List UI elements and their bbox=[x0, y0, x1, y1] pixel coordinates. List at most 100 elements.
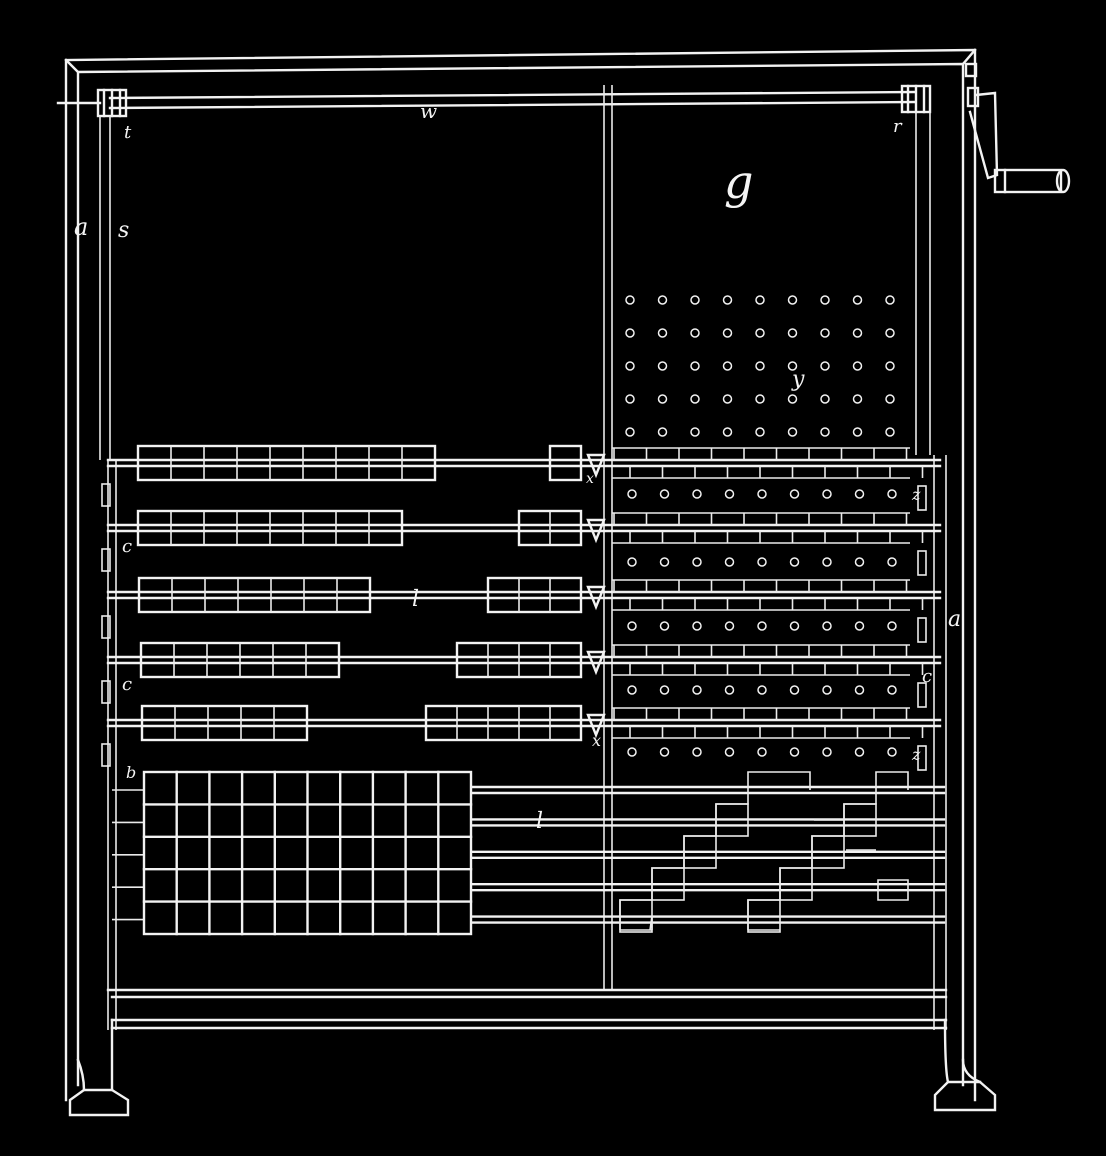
hole bbox=[789, 489, 800, 499]
hole bbox=[887, 685, 897, 695]
hole bbox=[692, 747, 702, 757]
hole bbox=[854, 747, 865, 757]
hole bbox=[659, 685, 670, 695]
hole bbox=[625, 394, 635, 404]
pointer-triangle bbox=[586, 453, 606, 479]
label-x-bottom: x bbox=[592, 731, 601, 750]
hole bbox=[724, 685, 735, 695]
hole bbox=[659, 747, 670, 757]
hole bbox=[757, 489, 767, 499]
hole bbox=[757, 621, 767, 631]
label-b-left: b bbox=[126, 763, 136, 782]
large-card-grid bbox=[142, 770, 473, 936]
hole bbox=[787, 295, 798, 305]
hole bbox=[755, 295, 765, 305]
hole bbox=[690, 328, 700, 338]
hole bbox=[722, 394, 733, 404]
hole bbox=[755, 427, 765, 437]
label-l-lower: l bbox=[536, 809, 543, 834]
hole bbox=[692, 621, 702, 631]
label-x-top: x bbox=[586, 471, 594, 487]
left-bracket bbox=[101, 483, 111, 507]
hole bbox=[690, 427, 700, 437]
hole bbox=[659, 621, 670, 631]
hole bbox=[722, 361, 733, 371]
pointer-triangle bbox=[586, 650, 606, 676]
hole bbox=[887, 621, 897, 631]
box-strip-left bbox=[137, 576, 372, 614]
hole bbox=[789, 557, 800, 567]
hole bbox=[822, 685, 832, 695]
hole bbox=[885, 427, 895, 437]
hole bbox=[657, 427, 668, 437]
hole bbox=[757, 557, 767, 567]
hole bbox=[724, 489, 735, 499]
horizontal-rods bbox=[106, 458, 946, 924]
label-t: t bbox=[124, 122, 132, 143]
hole bbox=[854, 557, 865, 567]
hole bbox=[887, 747, 897, 757]
top-roller bbox=[56, 84, 932, 118]
hole bbox=[852, 295, 863, 305]
stepped-card-edge bbox=[877, 879, 909, 901]
stepped-card bbox=[715, 803, 749, 837]
label-w: w bbox=[420, 99, 437, 123]
hole bbox=[820, 394, 830, 404]
pointer-triangle bbox=[586, 585, 606, 611]
hole bbox=[852, 427, 863, 437]
box-strip-right bbox=[424, 704, 583, 742]
box-strip-right bbox=[548, 444, 583, 482]
outer-frame bbox=[64, 48, 977, 1102]
stepped-card bbox=[651, 867, 685, 901]
inner-verticals bbox=[99, 85, 947, 1030]
hole bbox=[852, 394, 863, 404]
hole bbox=[887, 489, 897, 499]
box-strip-left bbox=[136, 444, 437, 482]
label-z-right-2: z bbox=[911, 745, 921, 764]
stepped-card-edge bbox=[814, 819, 876, 851]
hole bbox=[787, 328, 798, 338]
hole bbox=[657, 361, 668, 371]
hole bbox=[887, 557, 897, 567]
hole bbox=[755, 394, 765, 404]
hole bbox=[787, 361, 798, 371]
hole bbox=[625, 427, 635, 437]
hole bbox=[822, 747, 832, 757]
stepped-card bbox=[779, 867, 813, 901]
right-bracket bbox=[917, 682, 927, 708]
hole bbox=[885, 295, 895, 305]
hole bbox=[789, 685, 800, 695]
stepped-card bbox=[683, 835, 717, 869]
perforation-holes bbox=[625, 295, 897, 757]
hole bbox=[724, 621, 735, 631]
stepped-card bbox=[619, 899, 653, 933]
hole bbox=[627, 685, 637, 695]
hole bbox=[627, 489, 637, 499]
letter-labels: a s t w r g y x x c c b l l a c z z bbox=[74, 99, 961, 834]
left-bracket bbox=[101, 548, 111, 572]
hole bbox=[627, 557, 637, 567]
label-s: s bbox=[118, 218, 129, 243]
hole bbox=[755, 361, 765, 371]
right-bracket bbox=[917, 745, 927, 771]
hole bbox=[690, 361, 700, 371]
hole bbox=[724, 557, 735, 567]
hole bbox=[820, 361, 830, 371]
right-foot bbox=[933, 1018, 997, 1112]
hole bbox=[852, 328, 863, 338]
label-a-right: a bbox=[948, 607, 961, 632]
hole bbox=[690, 394, 700, 404]
pointer-triangle bbox=[586, 518, 606, 544]
hole bbox=[822, 489, 832, 499]
hole bbox=[722, 427, 733, 437]
lower-stepped-cards bbox=[619, 771, 909, 933]
label-z-right-1: z bbox=[911, 485, 921, 504]
box-strip-left bbox=[140, 704, 309, 742]
hole bbox=[757, 685, 767, 695]
label-r: r bbox=[893, 116, 903, 137]
hole bbox=[657, 394, 668, 404]
stepped-card bbox=[747, 899, 781, 933]
hole bbox=[822, 621, 832, 631]
hole bbox=[854, 621, 865, 631]
hole bbox=[722, 328, 733, 338]
